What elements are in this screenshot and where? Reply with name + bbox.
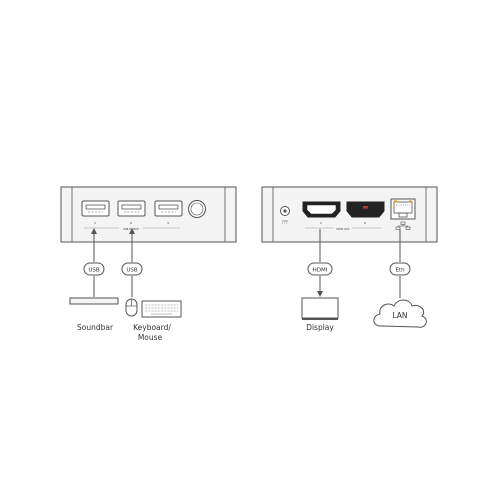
usb-port-icon (81, 200, 110, 217)
hdmi-port-number: 1 (320, 221, 322, 225)
connection-lines (91, 228, 401, 298)
connector-badge-eth: Eth (389, 262, 411, 276)
mouse-icon (125, 298, 138, 317)
usb-port-number: 2 (130, 221, 132, 225)
connector-label: USB (126, 267, 138, 273)
keyboard-mouse-label-line2: Mouse (138, 333, 163, 342)
connector-label: USB (88, 267, 100, 273)
connector-label: HDMI (313, 267, 328, 273)
keyboard-mouse-label-line1: Keyboard/ (133, 323, 171, 332)
hdmi-group-label: HDMI OUT (336, 227, 350, 231)
soundbar-icon (69, 297, 119, 305)
cloud-icon (373, 299, 427, 328)
power-button-icon (188, 200, 206, 218)
front-panel: 1 2 3 USB DEVICE (60, 186, 237, 243)
rear-panel: 1 2 HDMI OUT (261, 186, 438, 243)
keyboard-icon (141, 300, 182, 318)
usb-port-number: 1 (94, 221, 96, 225)
connector-badge-usb-2: USB (121, 262, 143, 276)
display-label: Display (306, 323, 334, 332)
dc-in-icon (280, 206, 290, 224)
soundbar-label: Soundbar (77, 323, 114, 332)
hdmi-port-icon (302, 201, 341, 218)
connector-badge-usb-1: USB (83, 262, 105, 276)
ethernet-port-icon (390, 198, 416, 220)
usb-port-icon (117, 200, 146, 217)
hdmi-port-number: 2 (364, 221, 366, 225)
connector-badge-hdmi: HDMI (307, 262, 333, 276)
usb-group-label: USB DEVICE (123, 227, 139, 231)
usb-port-number: 3 (167, 221, 169, 225)
hdmi-port-icon (346, 201, 385, 218)
network-icon (395, 221, 411, 230)
usb-port-icon (154, 200, 183, 217)
display-icon (301, 297, 339, 320)
lan-label: LAN (392, 311, 407, 320)
connector-label: Eth (395, 267, 405, 273)
